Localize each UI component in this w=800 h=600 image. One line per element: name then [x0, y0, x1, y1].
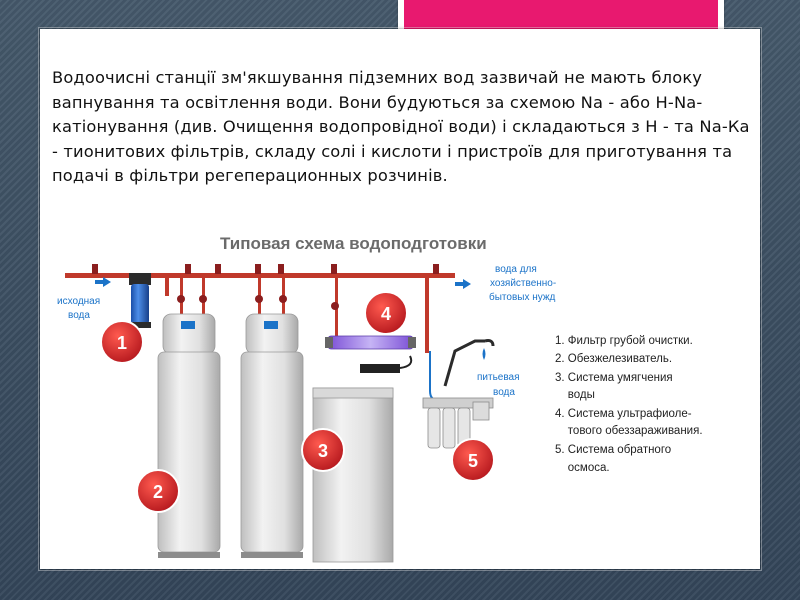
input-label-line2: вода — [68, 310, 90, 321]
water-treatment-diagram: Типовая схема водоподготовки — [45, 216, 758, 565]
legend-line-8: осмоса. — [555, 462, 610, 474]
brine-tank — [312, 387, 394, 563]
badge-4-number: 4 — [381, 304, 391, 324]
badge-3-number: 3 — [318, 441, 328, 461]
legend-line-4: воды — [555, 389, 595, 401]
input-arrow — [95, 277, 111, 287]
badge-5-number: 5 — [468, 451, 478, 471]
legend-line-6: тового обеззараживания. — [555, 425, 703, 437]
slide-paragraph: Водоочисні станції зм'якшування підземни… — [52, 68, 750, 185]
diagram-title: Типовая схема водоподготовки — [220, 234, 487, 253]
badge-4: 4 — [364, 291, 408, 335]
badge-3: 3 — [301, 428, 345, 472]
drink-label-line2: вода — [493, 387, 515, 398]
output-label-line2: хозяйственно- — [490, 278, 556, 289]
input-label-line1: исходная — [57, 296, 100, 307]
legend-line-1: 1. Фильтр грубой очистки. — [555, 335, 693, 347]
main-pipe — [65, 264, 455, 353]
output-arrow — [455, 279, 471, 289]
badge-1-number: 1 — [117, 333, 127, 353]
uv-sterilizer — [325, 335, 416, 373]
softener-tank — [240, 313, 304, 558]
legend-line-5: 4. Система ультрафиоле- — [555, 408, 692, 420]
legend-line-7: 5. Система обратного — [555, 444, 671, 456]
drink-label-line1: питьевая — [477, 372, 520, 383]
diagram-legend: 1. Фильтр грубой очистки. 2. Обезжелезив… — [555, 335, 703, 474]
badge-5: 5 — [451, 438, 495, 482]
badge-1: 1 — [100, 320, 144, 364]
legend-line-3: 3. Система умягчения — [555, 372, 673, 384]
output-label-line1: вода для — [495, 264, 537, 275]
reverse-osmosis-unit — [422, 339, 495, 449]
iron-remover-tank — [157, 313, 221, 558]
coarse-filter — [129, 273, 151, 328]
legend-line-2: 2. Обезжелезиватель. — [555, 353, 672, 365]
badge-2: 2 — [136, 469, 180, 513]
output-label-line3: бытовых нужд — [489, 291, 556, 303]
badge-2-number: 2 — [153, 482, 163, 502]
